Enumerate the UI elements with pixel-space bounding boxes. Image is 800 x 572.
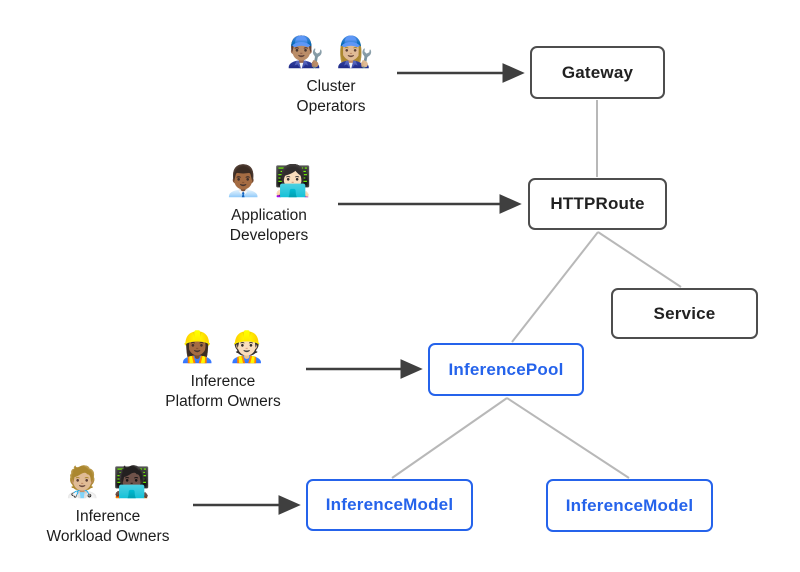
- persona-label-line: Workload Owners: [46, 528, 170, 545]
- edge-httproute-inferencepool: [511, 231, 599, 343]
- workload-owners-emoji-icon: 🧑🏼‍⚕️ 🧑🏿‍💻: [63, 466, 153, 499]
- node-label: InferenceModel: [565, 495, 694, 515]
- persona-cluster-operators: 👨🏽‍🔧 👩🏼‍🔧 Cluster Operators: [251, 34, 411, 117]
- edge-inferencepool-inferencemodel-left: [391, 397, 508, 479]
- persona-label: Cluster Operators: [251, 77, 411, 117]
- persona-label-line: Inference: [190, 373, 256, 390]
- construction-workers-emoji-icon: 👷🏾‍♀️ 👷🏻: [178, 331, 268, 364]
- node-httproute: HTTPRoute: [528, 178, 667, 230]
- node-inferencemodel-right: InferenceModel: [546, 479, 713, 532]
- persona-label-line: Operators: [296, 98, 366, 115]
- node-inferencemodel-left: InferenceModel: [306, 479, 473, 531]
- node-inferencepool: InferencePool: [428, 343, 584, 396]
- persona-label-line: Application: [231, 207, 307, 224]
- persona-label-line: Platform Owners: [165, 393, 281, 410]
- node-label: InferencePool: [448, 359, 564, 379]
- persona-label: Application Developers: [189, 206, 349, 246]
- persona-label: Inference Platform Owners: [143, 372, 303, 412]
- persona-label-line: Inference: [75, 508, 141, 525]
- node-label: Service: [653, 303, 716, 323]
- persona-label-line: Developers: [229, 227, 309, 244]
- persona-inference-platform-owners: 👷🏾‍♀️ 👷🏻 Inference Platform Owners: [143, 329, 303, 412]
- node-service: Service: [611, 288, 758, 339]
- mechanics-emoji-icon: 👨🏽‍🔧 👩🏼‍🔧: [286, 36, 376, 69]
- persona-label-line: Cluster: [306, 78, 356, 95]
- persona-application-developers: 👨🏾‍💼 👩🏻‍💻 Application Developers: [189, 163, 349, 246]
- persona-label: Inference Workload Owners: [18, 507, 198, 547]
- developers-emoji-icon: 👨🏾‍💼 👩🏻‍💻: [224, 165, 314, 198]
- node-label: HTTPRoute: [550, 194, 645, 213]
- node-label: Gateway: [561, 62, 634, 82]
- node-gateway: Gateway: [530, 46, 665, 99]
- edge-inferencepool-inferencemodel-right: [506, 397, 630, 479]
- persona-inference-workload-owners: 🧑🏼‍⚕️ 🧑🏿‍💻 Inference Workload Owners: [18, 464, 198, 547]
- node-label: InferenceModel: [325, 495, 454, 514]
- edge-httproute-service: [597, 231, 682, 288]
